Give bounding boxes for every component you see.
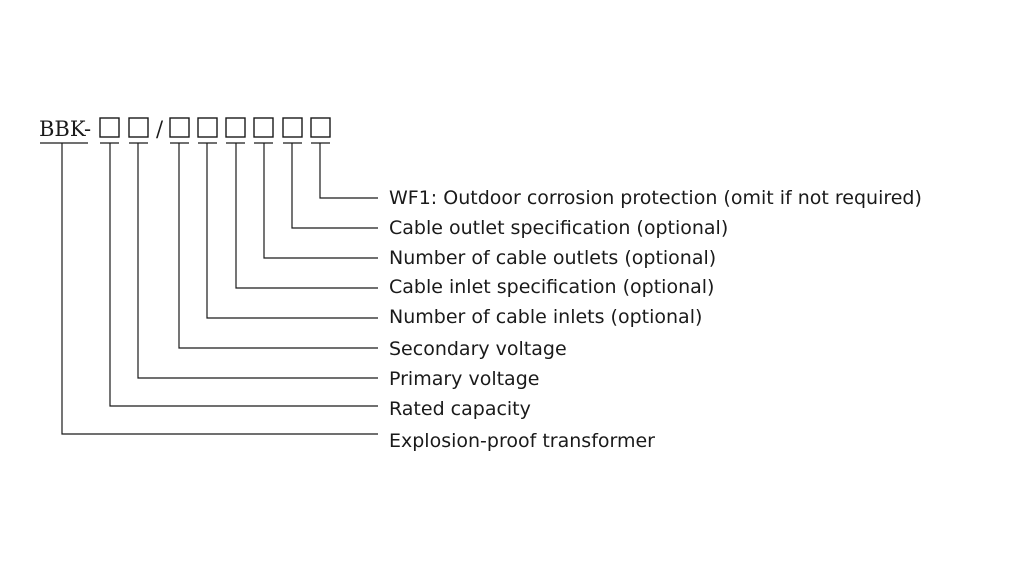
model-code-prefix: BBK- <box>39 117 91 141</box>
leader-secondary-voltage <box>178 143 378 349</box>
leader-lines <box>61 143 378 435</box>
leader-cable-inlet-spec <box>235 143 378 289</box>
label-cable-inlet-spec: Cable inlet specification (optional) <box>389 276 714 298</box>
label-cable-outlets: Number of cable outlets (optional) <box>389 247 716 269</box>
model-code: BBK- / <box>39 117 331 141</box>
label-primary-voltage: Primary voltage <box>389 368 539 390</box>
code-slot-cable-outlet-spec <box>282 117 303 138</box>
leader-primary-voltage <box>137 143 378 379</box>
label-explosion-proof: Explosion-proof transformer <box>389 430 655 452</box>
label-rated-capacity: Rated capacity <box>389 398 531 420</box>
model-code-separator: / <box>156 117 164 141</box>
leader-cable-inlets <box>206 143 378 319</box>
code-slot-rated-capacity <box>99 117 120 138</box>
label-wf1: WF1: Outdoor corrosion protection (omit … <box>389 187 922 209</box>
code-slot-secondary-voltage <box>169 117 190 138</box>
leader-wf1 <box>319 143 378 199</box>
leader-cable-outlets <box>263 143 378 259</box>
code-slot-cable-inlets <box>197 117 218 138</box>
legend-labels: WF1: Outdoor corrosion protection (omit … <box>389 187 922 452</box>
label-cable-inlets: Number of cable inlets (optional) <box>389 306 702 328</box>
leader-rated-capacity <box>109 143 378 407</box>
code-slot-wf1 <box>310 117 331 138</box>
code-slot-primary-voltage <box>128 117 149 138</box>
code-slot-cable-outlets <box>253 117 274 138</box>
leader-cable-outlet-spec <box>291 143 378 229</box>
code-slot-cable-inlet-spec <box>225 117 246 138</box>
label-secondary-voltage: Secondary voltage <box>389 338 567 360</box>
label-cable-outlet-spec: Cable outlet specification (optional) <box>389 217 728 239</box>
leader-explosion-proof <box>61 143 378 435</box>
